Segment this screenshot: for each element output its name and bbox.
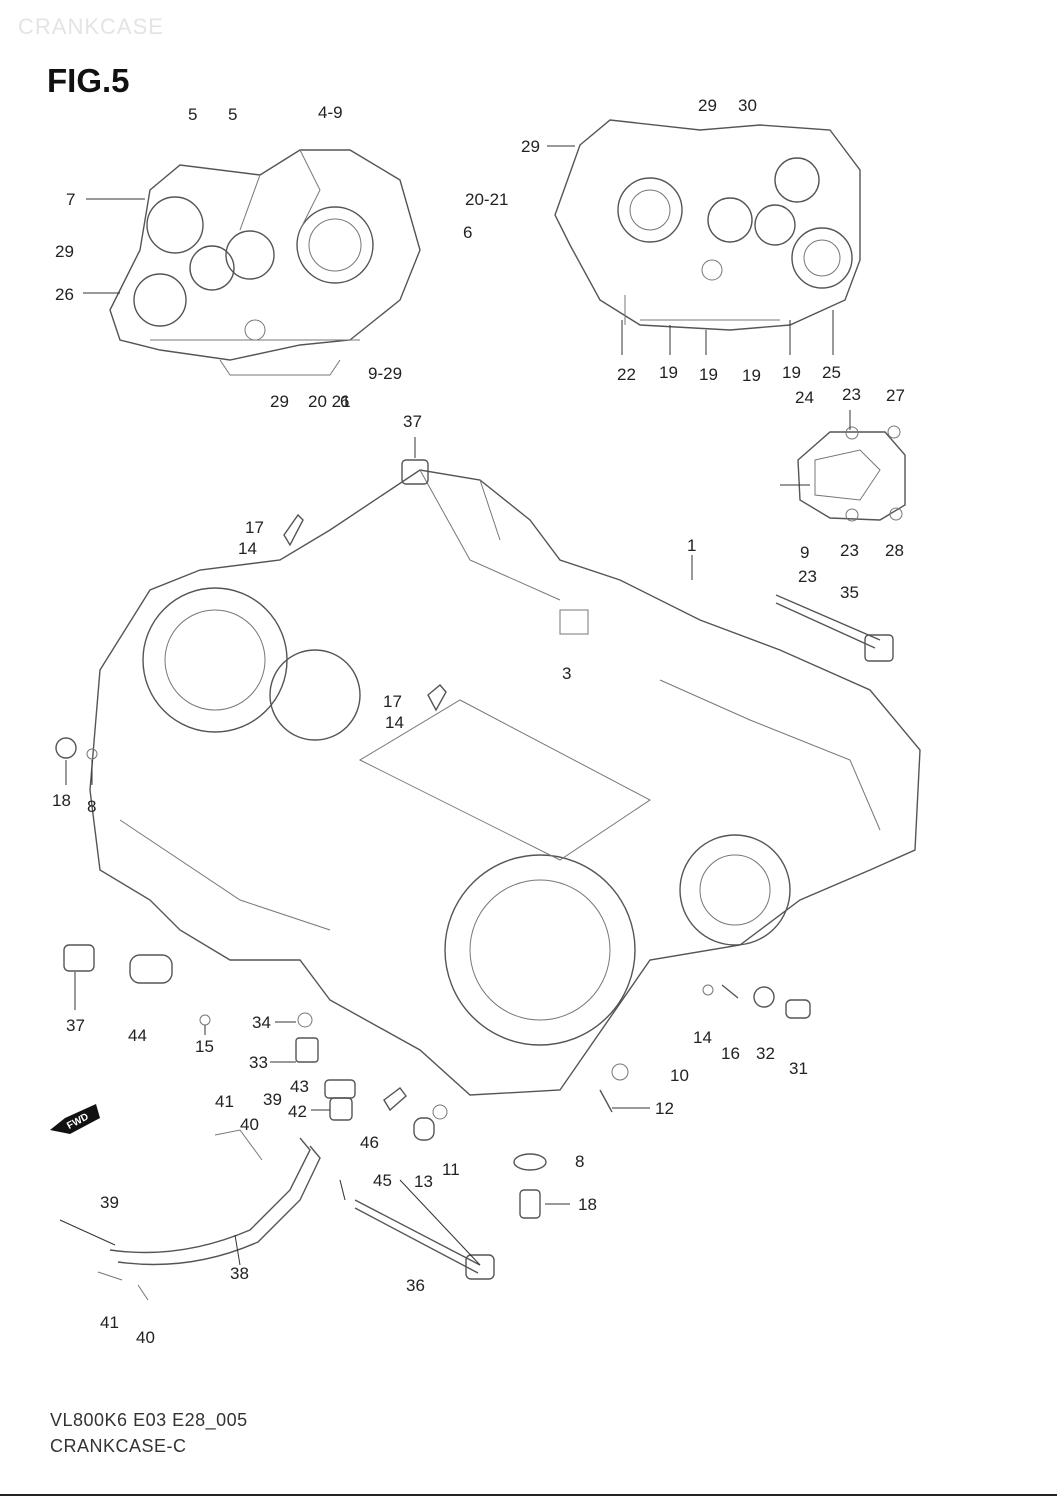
main-crankcase-drawing [89, 469, 921, 1096]
callout-label: 37 [403, 412, 422, 431]
callout-label: 18 [52, 791, 71, 810]
callout-label: 19 [699, 365, 718, 384]
callout-label: 29 [55, 242, 74, 261]
callout-label: 22 [617, 365, 636, 384]
callout-label: 5 [228, 105, 237, 124]
callout-label: 40 [136, 1328, 155, 1347]
callout-label: 10 [670, 1066, 689, 1085]
callout-label: 32 [756, 1044, 775, 1063]
callout-label: 23 [798, 567, 817, 586]
callout-label: 4-9 [318, 103, 343, 122]
small-parts-drawing [55, 459, 894, 1301]
callout-label: 30 [738, 96, 757, 115]
callout-label: 29 [521, 137, 540, 156]
diagram-name: CRANKCASE-C [50, 1436, 187, 1456]
callout-label: 25 [822, 363, 841, 382]
callout-label: 39 [263, 1090, 282, 1109]
callout-label: 14 [693, 1028, 712, 1047]
bottom-border [0, 1494, 1057, 1496]
callout-label: 15 [195, 1037, 214, 1056]
callout-label: 44 [128, 1026, 147, 1045]
cover-plate-drawing [797, 425, 906, 522]
callout-label: 33 [249, 1053, 268, 1072]
callout-label: 7 [66, 190, 75, 209]
callout-label: 29 [698, 96, 717, 115]
callout-label: 9-29 [368, 364, 402, 383]
callout-label: 38 [230, 1264, 249, 1283]
ghost-page-title: CRANKCASE [18, 14, 164, 39]
callout-label: 28 [885, 541, 904, 560]
callout-label: 12 [655, 1099, 674, 1118]
callout-label: 3 [562, 664, 571, 683]
callout-label: 35 [840, 583, 859, 602]
callout-label: 26 [55, 285, 74, 304]
callout-label: 19 [782, 363, 801, 382]
callout-label: 41 [215, 1092, 234, 1111]
crankcase-left-half-drawing [109, 149, 421, 376]
callout-label: 20-21 [465, 190, 508, 209]
crankcase-right-half-drawing [554, 119, 861, 331]
callout-label: 20 21 [308, 392, 351, 411]
callout-label: 11 [442, 1160, 460, 1179]
callout-label: 19 [742, 366, 761, 385]
callout-label: 39 [100, 1193, 119, 1212]
callout-label: 14 [385, 713, 404, 732]
leader-lines [59, 145, 851, 1266]
callout-label: 17 [383, 692, 402, 711]
callout-label: 41 [100, 1313, 119, 1332]
callout-label: 18 [578, 1195, 597, 1214]
callout-label: 8 [87, 797, 96, 816]
callout-label: 16 [721, 1044, 740, 1063]
diagram-code: VL800K6 E03 E28_005 [50, 1410, 248, 1430]
callout-label: 17 [245, 518, 264, 537]
callout-label: 46 [360, 1133, 379, 1152]
callout-label: 23 [842, 385, 861, 404]
callout-label: 13 [414, 1172, 433, 1191]
callout-label: 43 [290, 1077, 309, 1096]
callout-label: 40 [240, 1115, 259, 1134]
callout-label: 37 [66, 1016, 85, 1035]
callout-label: 6 [463, 223, 472, 242]
callout-label: 34 [252, 1013, 271, 1032]
figure-title: FIG.5 [47, 62, 130, 99]
callout-label: 9 [800, 543, 809, 562]
callout-label: 14 [238, 539, 257, 558]
callout-label: 24 [795, 388, 814, 407]
callout-label: 1 [687, 536, 696, 555]
callout-label: 45 [373, 1171, 392, 1190]
callout-label: 6 [340, 392, 349, 411]
callout-label: 8 [575, 1152, 584, 1171]
callout-label: 36 [406, 1276, 425, 1295]
callout-label: 29 [270, 392, 289, 411]
callout-label: 42 [288, 1102, 307, 1121]
callout-label: 19 [659, 363, 678, 382]
callout-label: 23 [840, 541, 859, 560]
callout-label: 27 [886, 386, 905, 405]
callout-label: 5 [188, 105, 197, 124]
callout-label: 31 [789, 1059, 808, 1078]
